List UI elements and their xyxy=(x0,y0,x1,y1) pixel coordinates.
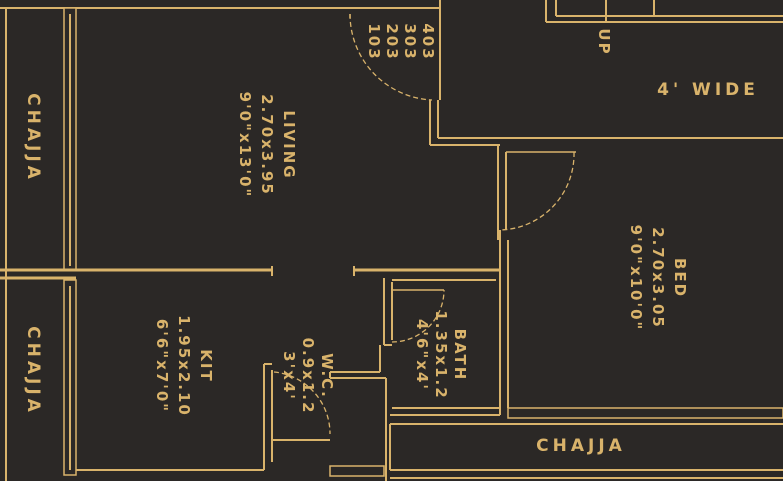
chajja-bottom-left-label: CHAJJA xyxy=(23,326,43,416)
kit-label: KIT 1.95x2.10 6'6"x7'0" xyxy=(153,315,215,417)
wc-label: W.C. 0.9x1.2 3'x4' xyxy=(280,338,336,415)
wc-door xyxy=(272,371,331,441)
bed-metric: 2.70x3.05 xyxy=(649,227,667,329)
bath-name: BATH xyxy=(451,329,469,382)
unit-number: 403 xyxy=(419,23,437,60)
chajja-bottom-right-label: CHAJJA xyxy=(536,436,626,456)
bed-door xyxy=(499,151,576,231)
wc-window xyxy=(329,465,385,477)
stair-up-label: UP xyxy=(595,28,613,55)
kit-name: KIT xyxy=(197,349,215,382)
kit-metric: 1.95x2.10 xyxy=(175,315,193,417)
living-label: LIVING 2.70x3.95 9'0"x13'0" xyxy=(236,92,298,199)
entry-door xyxy=(349,13,433,101)
living-metric: 2.70x3.95 xyxy=(258,94,276,196)
wc-imperial: 3'x4' xyxy=(280,351,298,401)
unit-numbers: 403 303 203 103 xyxy=(365,23,437,60)
bath-door xyxy=(391,289,445,343)
bath-label: BATH 1.35x1.2 4'6"x4' xyxy=(413,310,469,399)
stair-width-label: 4' WIDE xyxy=(657,80,759,100)
bed-label: BED 2.70x3.05 9'0"x10'0" xyxy=(627,225,689,332)
bath-metric: 1.35x1.2 xyxy=(432,310,450,399)
unit-number: 303 xyxy=(401,23,419,60)
living-name: LIVING xyxy=(280,110,298,179)
bed-imperial: 9'0"x10'0" xyxy=(627,225,645,332)
wc-name: W.C. xyxy=(318,353,336,399)
living-imperial: 9'0"x13'0" xyxy=(236,92,254,199)
kit-imperial: 6'6"x7'0" xyxy=(153,319,171,413)
unit-number: 203 xyxy=(383,23,401,60)
bed-name: BED xyxy=(671,258,689,298)
bath-imperial: 4'6"x4' xyxy=(413,319,431,391)
chajja-top-left-label: CHAJJA xyxy=(23,93,43,183)
unit-number: 103 xyxy=(365,23,383,60)
wc-metric: 0.9x1.2 xyxy=(299,338,317,415)
bed-window xyxy=(507,407,783,419)
